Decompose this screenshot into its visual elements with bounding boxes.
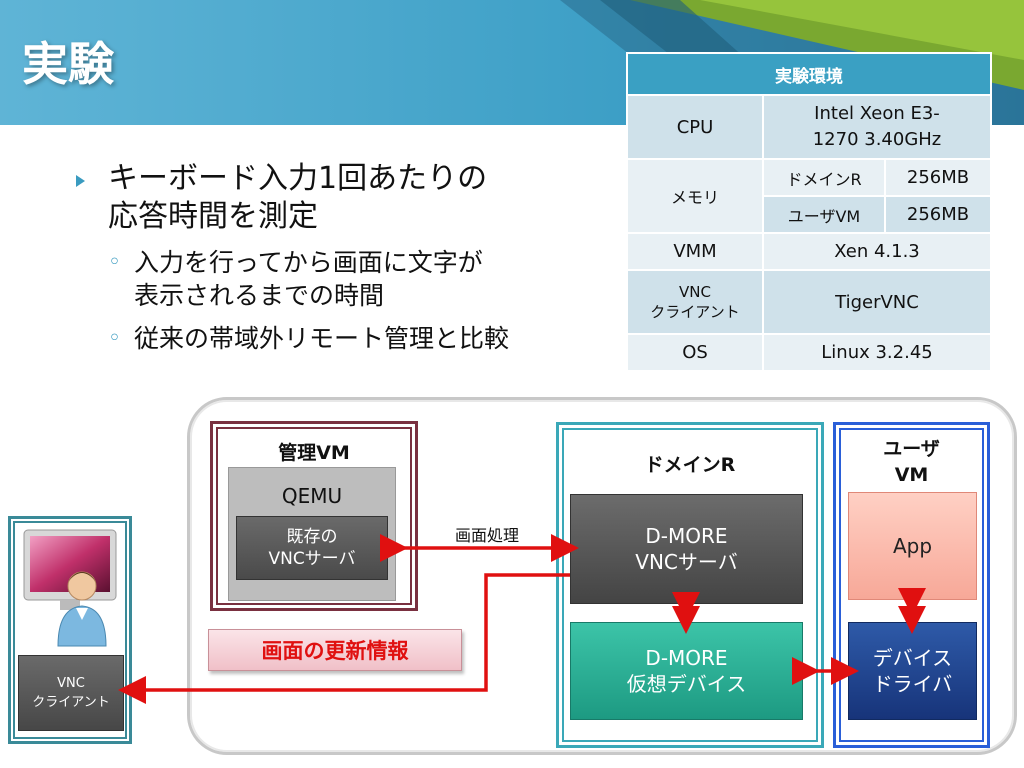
table-cell-label: ドメインR (762, 158, 886, 197)
screen-update-info-label: 画面の更新情報 (208, 629, 462, 671)
table-cell-label: VNC クライアント (626, 269, 764, 335)
bullet-list: キーボード入力1回あたりの 応答時間を測定 入力を行ってから画面に文字が 表示さ… (70, 160, 630, 355)
domain-r-label: ドメインR (644, 454, 736, 476)
table-cell-label: VMM (626, 232, 764, 271)
slide-title: 実験 (22, 37, 114, 91)
user-vm-label: ユーザ VM (883, 438, 940, 486)
vnc-client-box: VNC クライアント (18, 655, 124, 731)
dmore-virtual-device-box: D-MORE 仮想デバイス (570, 622, 803, 720)
table-cell-label: メモリ (626, 158, 764, 234)
management-vm-label: 管理VM (278, 442, 350, 464)
app-box: App (848, 492, 977, 600)
qemu-label: QEMU (281, 484, 343, 508)
dmore-vnc-server-box: D-MORE VNCサーバ (570, 494, 803, 604)
existing-vnc-server-box: 既存の VNCサーバ (236, 516, 388, 580)
table-cell-value: Xen 4.1.3 (762, 232, 992, 271)
table-cell-value: TigerVNC (762, 269, 992, 335)
table-cell-value: Linux 3.2.45 (762, 333, 992, 372)
bullet-sub-2: 従来の帯域外リモート管理と比較 (106, 322, 630, 355)
environment-table: 実験環境 CPU Intel Xeon E3- 1270 3.40GHz メモリ… (626, 52, 992, 372)
table-cell-value: Intel Xeon E3- 1270 3.40GHz (762, 94, 992, 160)
bullet-sub-1: 入力を行ってから画面に文字が 表示されるまでの時間 (106, 246, 630, 312)
table-cell-value: 256MB (884, 195, 992, 234)
table-cell-label: ユーザVM (762, 195, 886, 234)
bullet-main: キーボード入力1回あたりの 応答時間を測定 (70, 160, 630, 236)
table-cell-label: OS (626, 333, 764, 372)
table-header: 実験環境 (626, 52, 992, 96)
update-info-arrow (118, 573, 570, 704)
table-cell-label: CPU (626, 94, 764, 160)
table-cell-value: 256MB (884, 158, 992, 197)
user-computer-icon (23, 529, 117, 647)
